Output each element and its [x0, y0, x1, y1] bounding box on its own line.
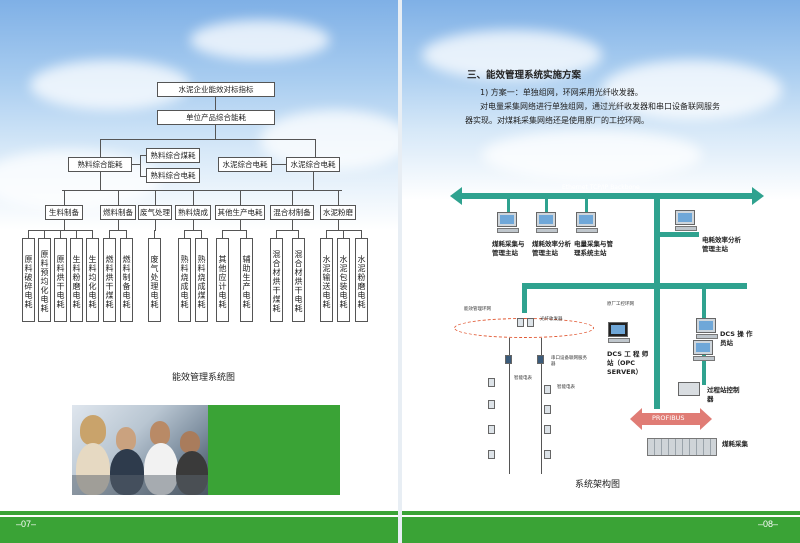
computer-icon: [675, 210, 697, 232]
page-number-right: –08–: [758, 519, 779, 529]
leaf-node: 废气处理电耗: [148, 238, 161, 322]
category-node: 水泥粉磨: [320, 205, 356, 220]
left-page: 水泥企业能效对标指标 单位产品综合能耗 熟料综合能耗 熟料综合煤耗 熟料综合电耗…: [0, 0, 398, 543]
right-page: 三、能效管理系统实施方案 1) 方案一：单独组网，环网采用光纤收发器。 对电量采…: [402, 0, 800, 543]
computer-icon: [536, 212, 558, 234]
backbone-label: Ethernet TCP/IP Backbone: [562, 184, 640, 191]
smart-meter-icon: [488, 378, 495, 387]
sky-background: [402, 0, 800, 200]
green-panel: [208, 405, 340, 495]
page-number-left: –07–: [16, 519, 37, 529]
dcs-engineer-label: DCS 工 程 师站（OPC SERVER）: [607, 350, 649, 376]
plan-detail-1: 对电量采集网络进行单独组网，通过光纤收发器和串口设备联网服务: [480, 102, 720, 111]
leaf-node: 生料均化电耗: [86, 238, 99, 322]
station-label: 电耗效率分析管理主站: [702, 236, 741, 253]
category-node: 燃料制备: [100, 205, 136, 220]
leaf-node: 水泥输送电耗: [320, 238, 333, 322]
level1-node: 单位产品综合能耗: [157, 110, 275, 125]
clinker-total-node: 熟料综合能耗: [68, 157, 132, 172]
dcs-engineer-computer-icon: [608, 322, 630, 344]
leaf-node: 燃料制备电耗: [120, 238, 133, 322]
tree-root: 水泥企业能效对标指标: [157, 82, 275, 97]
leaf-node: 水泥包装电耗: [337, 238, 350, 322]
smart-meter-icon: [544, 385, 551, 394]
leaf-node: 混合材烘干电耗: [292, 238, 305, 322]
serial-server-label: 串口设备联网服务器: [551, 356, 587, 367]
dcs-operator-computer-icon: [693, 340, 715, 362]
smart-meter-icon: [544, 405, 551, 414]
profibus-bus: [642, 413, 700, 425]
cement-power-node: 水泥综合电耗: [218, 157, 272, 172]
energy-ring-label: 能效管理环网: [464, 307, 491, 312]
fiber-transceiver-icon: [527, 318, 534, 327]
leaf-node: 熟料烧成煤耗: [195, 238, 208, 322]
cement-total-node: 水泥综合电耗: [286, 157, 340, 172]
category-node: 其他生产电耗: [215, 205, 265, 220]
computer-icon: [497, 212, 519, 234]
dcs-operator-computer-icon: [696, 318, 718, 340]
smart-meter-icon: [544, 425, 551, 434]
station-label: 煤耗效率分析管理主站: [532, 240, 571, 257]
leaf-node: 熟料烧成电耗: [178, 238, 191, 322]
left-caption: 能效管理系统图: [172, 373, 236, 383]
serial-server-icon: [537, 355, 544, 364]
section-heading: 三、能效管理系统实施方案: [467, 70, 582, 81]
business-meeting-image: [72, 405, 208, 495]
dcs-operator-label: DCS 操 作 员站: [720, 330, 753, 347]
category-node: 废气处理: [138, 205, 172, 220]
process-controller-icon: [678, 382, 700, 396]
smart-meter-icon: [488, 400, 495, 409]
clinker-coal-node: 熟料综合煤耗: [146, 148, 200, 163]
meter-label: 智能电表: [557, 385, 575, 390]
leaf-node: 原料烘干电耗: [54, 238, 67, 322]
right-footer: [402, 511, 800, 543]
leaf-node: 燃料烘干煤耗: [103, 238, 116, 322]
coal-collection-label: 煤耗采集: [722, 440, 748, 448]
leaf-node: 原料破碎电耗: [22, 238, 35, 322]
left-footer: [0, 511, 398, 543]
category-node: 熟料烧成: [175, 205, 211, 220]
meeting-photo: [72, 405, 340, 495]
plan-line: 1) 方案一：单独组网，环网采用光纤收发器。: [480, 88, 643, 97]
leaf-node: 混合材烘干煤耗: [270, 238, 283, 322]
serial-server-icon: [505, 355, 512, 364]
fiber-label: 光纤收发器: [540, 317, 563, 322]
leaf-node: 辅助生产电耗: [240, 238, 253, 322]
leaf-node: 原料预均化电耗: [38, 238, 51, 322]
leaf-node: 水泥粉磨电耗: [355, 238, 368, 322]
plan-detail-2: 器实现。对煤耗采集网络还是使用原厂的工控环网。: [465, 116, 649, 125]
right-caption: 系统架构图: [575, 480, 621, 490]
category-node: 混合材制备: [270, 205, 314, 220]
clinker-power-node: 熟料综合电耗: [146, 168, 200, 183]
ethernet-backbone: [462, 193, 752, 199]
energy-ring: [454, 318, 594, 338]
meter-label: 智能电表: [514, 376, 532, 381]
computer-icon: [576, 212, 598, 234]
station-label: 煤耗采集与管理主站: [492, 240, 525, 257]
factory-ring-label: 原厂工控环网: [607, 302, 634, 307]
fiber-transceiver-icon: [517, 318, 524, 327]
leaf-node: 生料粉磨电耗: [70, 238, 83, 322]
sky-background: [0, 0, 398, 230]
smart-meter-icon: [488, 425, 495, 434]
profibus-label: PROFIBUS: [652, 414, 685, 422]
page-gutter: [398, 0, 402, 543]
category-node: 生料制备: [45, 205, 83, 220]
station-label: 电量采集与管理系统主站: [574, 240, 613, 257]
coal-collection-device-icon: [647, 438, 717, 456]
process-controller-label: 过程站控制器: [707, 386, 740, 403]
leaf-node: 其他应计电耗: [216, 238, 229, 322]
smart-meter-icon: [488, 450, 495, 459]
smart-meter-icon: [544, 450, 551, 459]
